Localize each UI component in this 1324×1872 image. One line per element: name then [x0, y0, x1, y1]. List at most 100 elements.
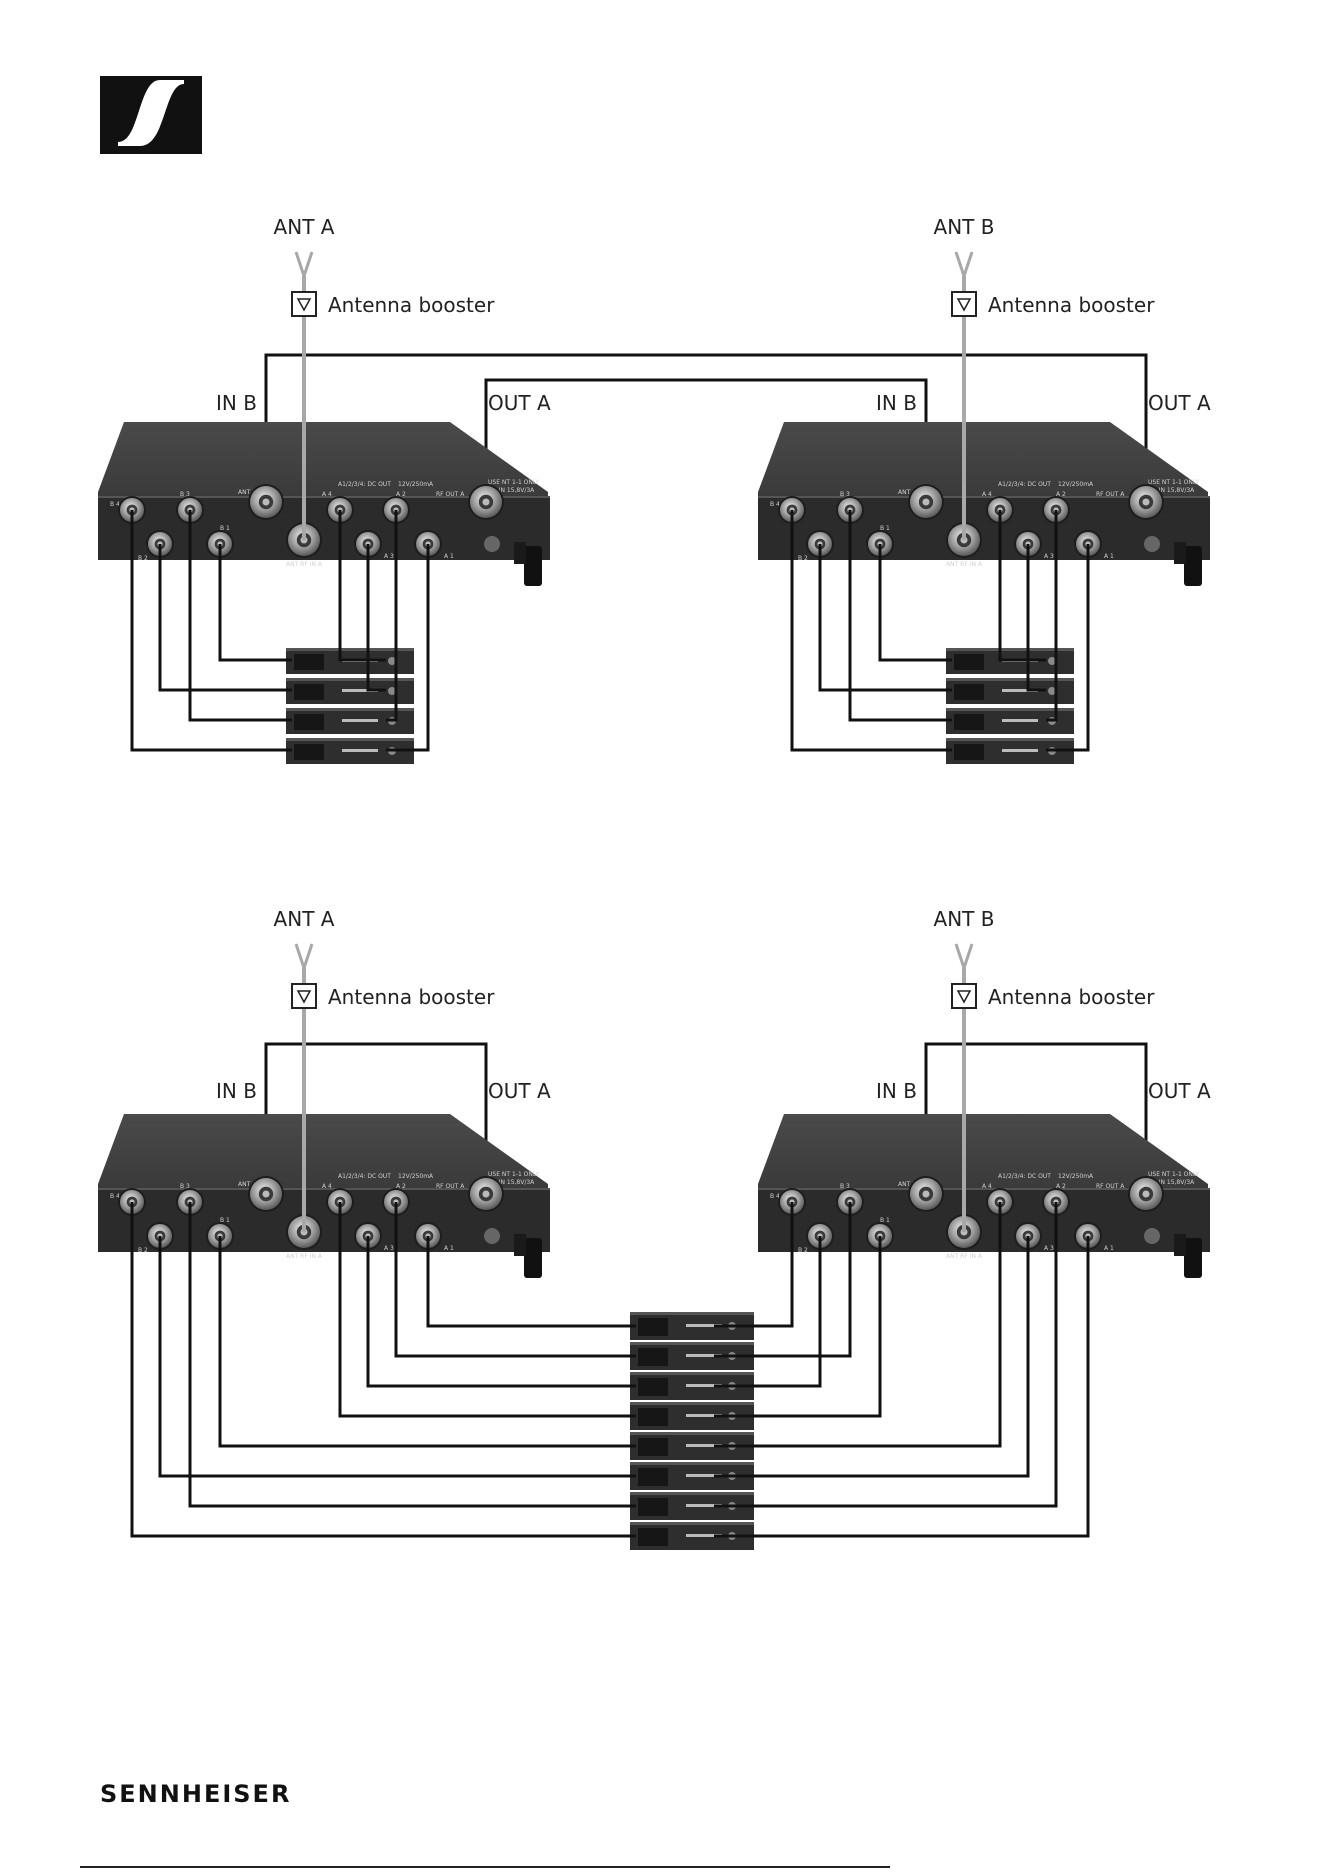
- port-label-ant-in-a: ANT RF IN A: [946, 1253, 983, 1260]
- port-ant-rf-in-b: [908, 484, 944, 520]
- power-plug: [1184, 1238, 1202, 1278]
- receiver-badge: [686, 1414, 722, 1417]
- booster-triangle-icon: [296, 990, 312, 1004]
- cable-right-b4: [714, 1202, 794, 1328]
- booster-box-icon: [291, 983, 317, 1009]
- port-label-a4: A 4: [982, 491, 992, 498]
- print-dc-in: DC IN 15,8V/3A: [1148, 1179, 1195, 1186]
- receiver-display: [954, 714, 984, 730]
- print-dc-in: DC IN 15,8V/3A: [1148, 487, 1195, 494]
- label-top-b: ANT B: [934, 215, 995, 239]
- label-antenna-booster: Antenna booster: [328, 293, 495, 317]
- antenna-icon: [294, 943, 314, 973]
- cable-b4-top-left: [130, 510, 292, 752]
- port-label-ant-in-a: ANT RF IN A: [286, 561, 323, 568]
- port-label-b2: B 2: [798, 555, 808, 562]
- receiver-center-2: [630, 1342, 754, 1370]
- label-bottom-b: ANT B: [934, 907, 995, 931]
- booster-box-icon: [291, 291, 317, 317]
- port-label-a1: A 1: [1104, 553, 1114, 560]
- print-dc-in: DC IN 15,8V/3A: [488, 487, 535, 494]
- port-label-b2: B 2: [138, 1247, 148, 1254]
- port-label-b3: B 3: [180, 491, 190, 498]
- cable-right-b3: [714, 1202, 852, 1358]
- receiver-display: [638, 1468, 668, 1486]
- cable-left-a3: [366, 1236, 636, 1388]
- antenna-icon: [954, 943, 974, 973]
- print-rf-out-a: RF OUT A: [1096, 491, 1125, 498]
- splitter-top: [758, 422, 1208, 498]
- port-label-a3: A 3: [384, 1245, 394, 1252]
- cable-right-b2: [714, 1236, 822, 1388]
- booster-triangle-icon: [956, 298, 972, 312]
- print-use-only: USE NT 1-1 ONLY: [488, 1171, 539, 1178]
- label-out-a: OUT A: [1148, 391, 1211, 415]
- label-antenna-booster: Antenna booster: [328, 985, 495, 1009]
- receiver-badge: [1002, 689, 1038, 692]
- port-rf-out-a: [1128, 1176, 1164, 1212]
- receiver-display: [638, 1528, 668, 1546]
- label-in-b: IN B: [216, 391, 257, 415]
- booster-box-icon: [951, 983, 977, 1009]
- print-rf-out-a: RF OUT A: [436, 491, 465, 498]
- port-label-a1: A 1: [444, 1245, 454, 1252]
- antenna-icon: [294, 251, 314, 281]
- cable-b4-top-right: [790, 510, 952, 752]
- splitter-top: [98, 1114, 548, 1190]
- receiver-display: [638, 1408, 668, 1426]
- port-label-b4: B 4: [110, 1193, 120, 1200]
- receiver-badge: [342, 749, 378, 752]
- receiver-top-left-1: [286, 648, 414, 674]
- power-plug: [1184, 546, 1202, 586]
- label-out-a: OUT A: [488, 391, 551, 415]
- cable-left-b3: [188, 1202, 636, 1508]
- cable-a3-top-left: [366, 544, 386, 692]
- port-label-b3: B 3: [180, 1183, 190, 1190]
- receiver-badge: [342, 719, 378, 722]
- splitter-top: [98, 422, 548, 498]
- port-ant-rf-in-b: [908, 1176, 944, 1212]
- cable-a2-top-right: [1046, 510, 1058, 722]
- print-dc-rating: 12V/250mA: [1058, 481, 1094, 488]
- cable-right-a2: [714, 1202, 1058, 1508]
- receiver-display: [954, 684, 984, 700]
- cable-left-b1: [218, 1236, 636, 1448]
- label-top-a: ANT A: [274, 215, 335, 239]
- print-dc-in: DC IN 15,8V/3A: [488, 1179, 535, 1186]
- port-label-a2: A 2: [1056, 1183, 1066, 1190]
- port-label-b1: B 1: [220, 1217, 230, 1224]
- port-label-a4: A 4: [322, 1183, 332, 1190]
- cable-left-a4: [338, 1202, 636, 1418]
- port-ant-rf-in-b: [248, 484, 284, 520]
- booster-box-icon: [951, 291, 977, 317]
- cable-left-a2: [394, 1202, 636, 1358]
- port-label-a2: A 2: [396, 1183, 406, 1190]
- port-label-b3: B 3: [840, 491, 850, 498]
- receiver-badge: [686, 1384, 722, 1387]
- port-label-a4: A 4: [322, 491, 332, 498]
- label-in-b: IN B: [216, 1079, 257, 1103]
- power-plug: [524, 1238, 542, 1278]
- port-label-b1: B 1: [880, 1217, 890, 1224]
- port-rf-out-a: [468, 1176, 504, 1212]
- receiver-badge: [686, 1324, 722, 1327]
- port-label-b3: B 3: [840, 1183, 850, 1190]
- sennheiser-logo-icon: [100, 76, 202, 154]
- print-dc-rating: 12V/250mA: [398, 481, 434, 488]
- cable-left-b2: [158, 1236, 636, 1478]
- receiver-display: [294, 714, 324, 730]
- receiver-top-left-3: [286, 708, 414, 734]
- port-label-a2: A 2: [1056, 491, 1066, 498]
- receiver-display: [294, 684, 324, 700]
- label-in-b: IN B: [876, 391, 917, 415]
- receiver-knob: [388, 687, 396, 695]
- port-rf-out-a: [468, 484, 504, 520]
- port-label-b4: B 4: [770, 1193, 780, 1200]
- port-label-b2: B 2: [138, 555, 148, 562]
